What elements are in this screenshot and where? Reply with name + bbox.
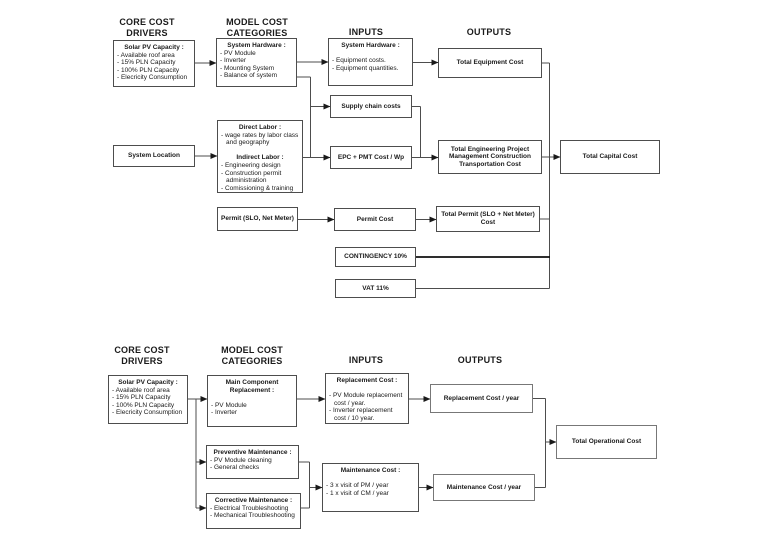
box-title: System Hardware : — [227, 42, 286, 49]
box-total-engineering-cost: Total Engineering Project Management Con… — [438, 140, 542, 174]
box-label: Total Capital Cost — [582, 153, 638, 161]
box-label: CONTINGENCY 10% — [344, 253, 407, 261]
list-item: - Balance of system — [220, 72, 278, 80]
list-item: - PV Module — [220, 49, 256, 57]
list-item: - Mounting System — [220, 64, 275, 72]
box-title: Maintenance Cost : — [340, 467, 401, 474]
box-vat: VAT 11% — [335, 279, 416, 298]
box-total-operational-cost: Total Operational Cost — [556, 425, 657, 459]
box-title: Indirect Labor : — [236, 154, 284, 162]
box-label: Maintenance Cost / year — [446, 483, 522, 491]
column-header-model-cost-categories: MODEL COST CATEGORIES — [221, 345, 283, 366]
column-header-outputs: OUTPUTS — [457, 355, 503, 365]
column-header-inputs: INPUTS — [348, 27, 384, 37]
box-title: System Hardware : — [341, 42, 400, 49]
box-label: Total Operational Cost — [571, 438, 642, 446]
box-label: System Location — [127, 152, 180, 160]
list-item: - Elecricity Consumption — [117, 74, 188, 82]
box-preventive-maintenance: Preventive Maintenance : - PV Module cle… — [206, 445, 299, 479]
list-item: - 15% PLN Capacity — [112, 394, 171, 402]
list-item: - Electrical Troubleshooting — [210, 504, 289, 512]
list-item: - Equipment quantities. — [332, 64, 399, 72]
list-item: - wage rates by labor class and geograph… — [221, 131, 299, 147]
box-label: EPC + PMT Cost / Wp — [337, 153, 405, 161]
list-item: - Available roof area — [117, 51, 175, 59]
box-labor: Direct Labor : - wage rates by labor cla… — [217, 120, 303, 193]
box-label: Total Permit (SLO + Net Meter) Cost — [441, 211, 535, 226]
box-maintenance-cost-per-year: Maintenance Cost / year — [433, 474, 535, 501]
list-item: - 1 x visit of CM / year — [326, 489, 389, 497]
list-item: - PV Module replacement cost / year. — [329, 392, 403, 407]
column-header-model-cost-categories: MODEL COST CATEGORIES — [226, 17, 288, 38]
list-item: - Inverter — [211, 409, 238, 417]
box-title: Corrective Maintenance : — [214, 497, 293, 504]
box-total-capital-cost: Total Capital Cost — [560, 140, 660, 174]
spacer — [211, 394, 293, 402]
column-header-outputs: OUTPUTS — [466, 27, 512, 37]
box-label: Permit Cost — [356, 215, 394, 223]
box-supply-chain-costs: Supply chain costs — [330, 95, 412, 118]
box-system-hardware-category: System Hardware : - PV Module - Inverter… — [216, 38, 297, 87]
box-title: Preventive Maintenance : — [213, 449, 292, 456]
column-header-core-cost-drivers: CORE COST DRIVERS — [114, 345, 170, 366]
box-maintenance-cost-input: Maintenance Cost : - 3 x visit of PM / y… — [322, 463, 419, 512]
box-label: Total Equipment Cost — [456, 59, 524, 67]
box-total-equipment-cost: Total Equipment Cost — [438, 48, 542, 78]
opex-connectors — [188, 395, 557, 512]
box-title: Solar PV Capacity : — [124, 44, 184, 51]
list-item: - 3 x visit of PM / year — [326, 482, 389, 490]
box-label: VAT 11% — [362, 284, 389, 292]
list-item: - General checks — [210, 464, 260, 472]
box-corrective-maintenance: Corrective Maintenance : - Electrical Tr… — [206, 493, 301, 529]
box-permit-driver: Permit (SLO, Net Meter) — [217, 207, 298, 231]
list-item: - Engineering design — [221, 161, 281, 169]
box-contingency: CONTINGENCY 10% — [335, 247, 416, 267]
box-main-component-replacement: Main Component Replacement : - PV Module… — [207, 375, 297, 427]
box-title: Solar PV Capacity : — [118, 379, 178, 386]
spacer — [326, 475, 415, 483]
box-system-hardware-input: System Hardware : - Equipment costs. - E… — [328, 38, 413, 86]
list-item: - Available roof area — [112, 386, 170, 394]
list-item: - Inverter replacement cost / 10 year. — [329, 407, 393, 422]
box-title: Direct Labor : — [238, 124, 282, 131]
list-item: - 15% PLN Capacity — [117, 59, 176, 67]
box-label: Permit (SLO, Net Meter) — [221, 215, 294, 223]
box-replacement-cost-per-year: Replacement Cost / year — [430, 384, 533, 413]
list-item: - PV Module cleaning — [210, 456, 272, 464]
box-total-permit-cost: Total Permit (SLO + Net Meter) Cost — [436, 206, 540, 232]
box-solar-pv-capacity: Solar PV Capacity : - Available roof are… — [108, 375, 188, 424]
list-item: - 100% PLN Capacity — [112, 401, 175, 409]
capex-connectors — [195, 58, 561, 289]
spacer — [332, 50, 409, 58]
spacer — [329, 385, 405, 393]
list-item: - PV Module — [211, 401, 247, 409]
box-title: Main Component Replacement : — [225, 379, 279, 394]
box-title: Replacement Cost : — [336, 377, 398, 384]
list-item: - Inverter — [220, 57, 247, 65]
box-system-location: System Location — [113, 145, 195, 167]
box-label: Replacement Cost / year — [443, 394, 520, 402]
box-permit-cost: Permit Cost — [334, 208, 416, 231]
list-item: - Equipment costs. — [332, 57, 386, 65]
list-item: - Mechanical Troubleshooting — [210, 512, 295, 520]
box-epc-pmt-cost: EPC + PMT Cost / Wp — [330, 146, 412, 169]
list-item: - 100% PLN Capacity — [117, 66, 180, 74]
box-label: Total Engineering Project Management Con… — [449, 145, 531, 168]
list-item: - Comissioning & training — [221, 184, 294, 192]
column-header-core-cost-drivers: CORE COST DRIVERS — [119, 17, 175, 38]
list-item: - Construction permit administration — [221, 169, 282, 185]
box-replacement-cost-input: Replacement Cost : - PV Module replaceme… — [325, 373, 409, 424]
column-header-inputs: INPUTS — [348, 355, 384, 365]
spacer — [221, 147, 299, 155]
box-solar-pv-capacity: Solar PV Capacity : - Available roof are… — [113, 40, 195, 87]
box-label: Supply chain costs — [341, 102, 401, 110]
list-item: - Elecricity Consumption — [112, 409, 183, 417]
